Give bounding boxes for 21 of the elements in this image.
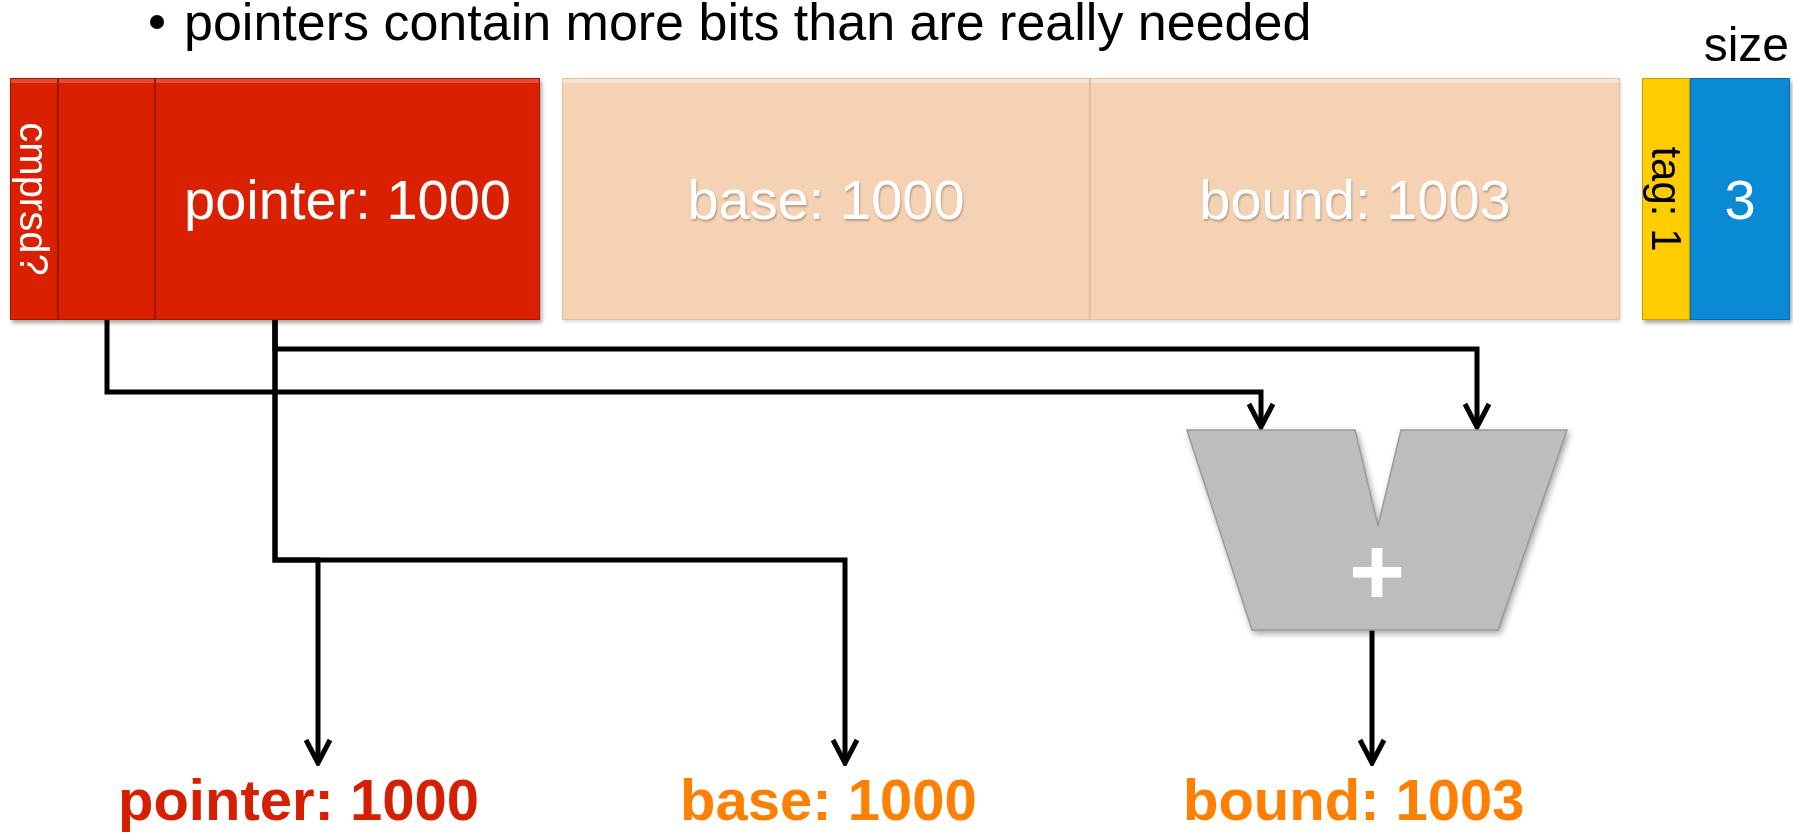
field-box (1642, 78, 1690, 320)
output-label: pointer: 1000 (118, 766, 479, 833)
field-label: bound: 1003 (1199, 166, 1511, 232)
field-label: pointer: 1000 (184, 166, 511, 232)
field-label: base: 1000 (687, 166, 965, 232)
arrow (1357, 630, 1387, 766)
arrow (272, 320, 860, 766)
output-label: base: 1000 (680, 766, 977, 833)
field-label: tag: 1 (1645, 146, 1687, 252)
field-box (10, 78, 58, 320)
field-box (58, 78, 155, 320)
field-box (155, 78, 540, 320)
output-label: bound: 1003 (1183, 766, 1525, 833)
field-label: cmprsd? (14, 122, 54, 276)
bullet-text: pointers contain more bits than are really needed (184, 0, 1312, 50)
field-heading: size (1703, 17, 1789, 73)
arrow (104, 320, 1276, 430)
field-label: 3 (1724, 166, 1756, 232)
operator-label: + (1348, 530, 1406, 614)
field-box (1090, 78, 1620, 320)
field-box (562, 78, 1090, 320)
